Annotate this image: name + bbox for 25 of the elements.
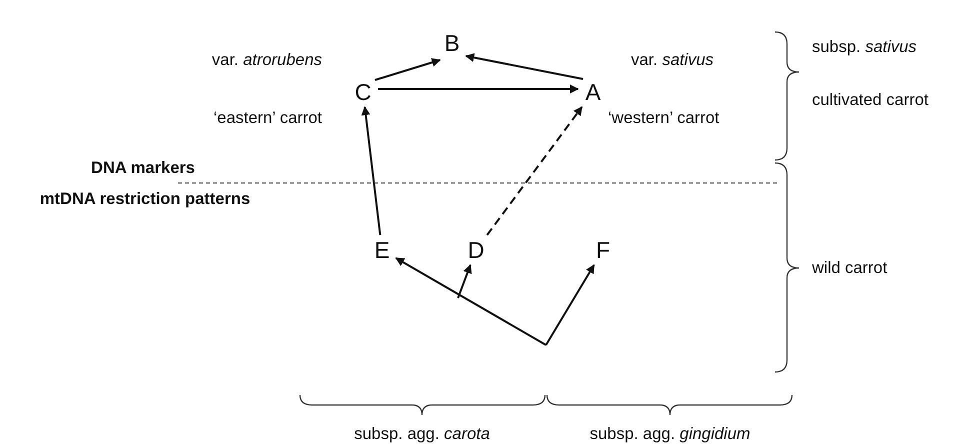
node-letter: D bbox=[464, 237, 488, 263]
group-label: cultivated carrot bbox=[812, 90, 928, 110]
node-letter: F bbox=[591, 237, 615, 263]
group-label: subsp. sativus bbox=[812, 37, 917, 57]
group-label: subsp. agg. carota bbox=[354, 424, 490, 444]
node-caption: var. atrorubens bbox=[212, 50, 322, 70]
arrow bbox=[374, 58, 441, 81]
arrow bbox=[378, 84, 579, 94]
branch-arrow bbox=[545, 264, 595, 346]
node-letter: B bbox=[440, 30, 464, 56]
branch-arrow bbox=[395, 257, 546, 346]
node-letter: C bbox=[351, 79, 375, 105]
branch-arrow bbox=[457, 264, 472, 298]
arrow bbox=[361, 106, 382, 236]
node-caption: ‘eastern’ carrot bbox=[213, 108, 322, 128]
node-letter: E bbox=[370, 237, 394, 263]
section-label: mtDNA restriction patterns bbox=[40, 189, 250, 209]
group-label: wild carrot bbox=[812, 258, 888, 278]
group-label: subsp. agg. gingidium bbox=[590, 424, 750, 444]
node-letter: A bbox=[581, 79, 605, 105]
section-label: DNA markers bbox=[91, 158, 195, 178]
node-caption: var. sativus bbox=[631, 50, 714, 70]
arrow bbox=[465, 53, 584, 80]
arrow bbox=[486, 106, 583, 236]
node-caption: ‘western’ carrot bbox=[608, 108, 720, 128]
